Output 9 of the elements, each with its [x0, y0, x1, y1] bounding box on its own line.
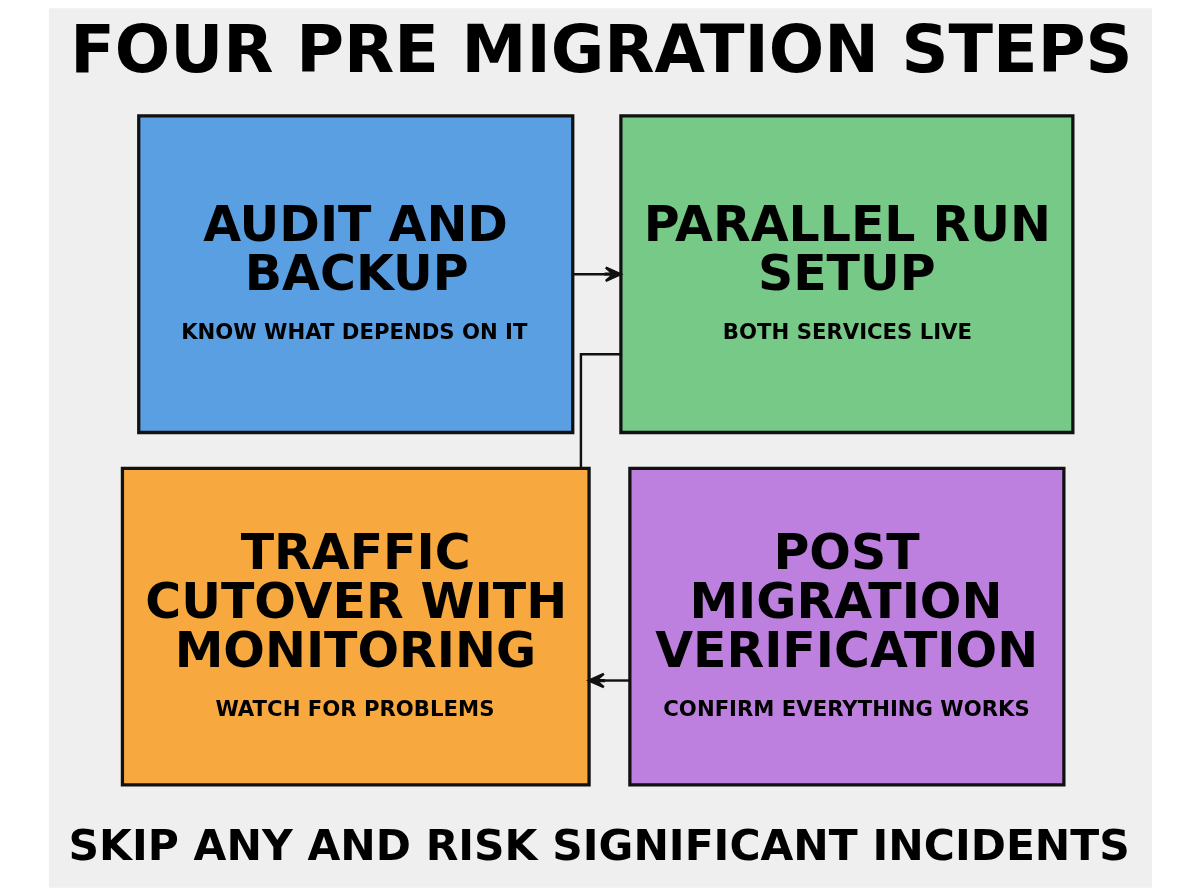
node-box: PARALLEL RUN SETUP BOTH SERVICES LIVE [618, 114, 1074, 435]
arrow [572, 266, 622, 283]
node-box: AUDIT AND BACKUP KNOW WHAT DEPENDS ON IT [136, 114, 574, 435]
arrow [587, 672, 629, 689]
node-box: TRAFFIC CUTOVER WITH MONITORING WATCH FOR PROBLEMS [120, 466, 591, 787]
connector [579, 352, 621, 469]
diagram-title: FOUR PRE MIGRATION STEPS [69, 10, 1132, 87]
node-box: POST MIGRATION VERIFICATION CONFIRM EVERYTHING WORKS [627, 466, 1066, 787]
caption: SKIP ANY AND RISK SIGNIFICANT INCIDENTS [68, 820, 1130, 870]
